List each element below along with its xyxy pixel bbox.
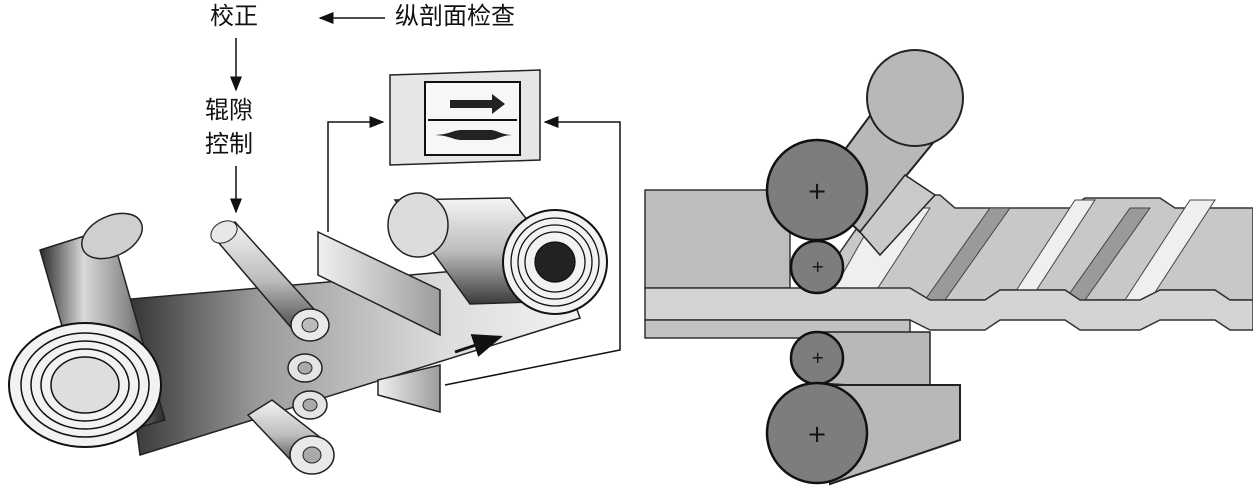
lower-backup-roll-section (767, 383, 960, 484)
label-profile-check: 纵剖面检查 (395, 4, 515, 28)
label-correction: 校正 (210, 4, 258, 28)
roll-center-mark: + (807, 179, 827, 203)
roll-center-mark: + (811, 259, 824, 275)
label-control: 控制 (205, 132, 253, 156)
roll-center-mark: + (811, 350, 824, 366)
label-roll-gap: 辊隙 (205, 98, 253, 122)
roll-center-mark: + (807, 422, 827, 446)
